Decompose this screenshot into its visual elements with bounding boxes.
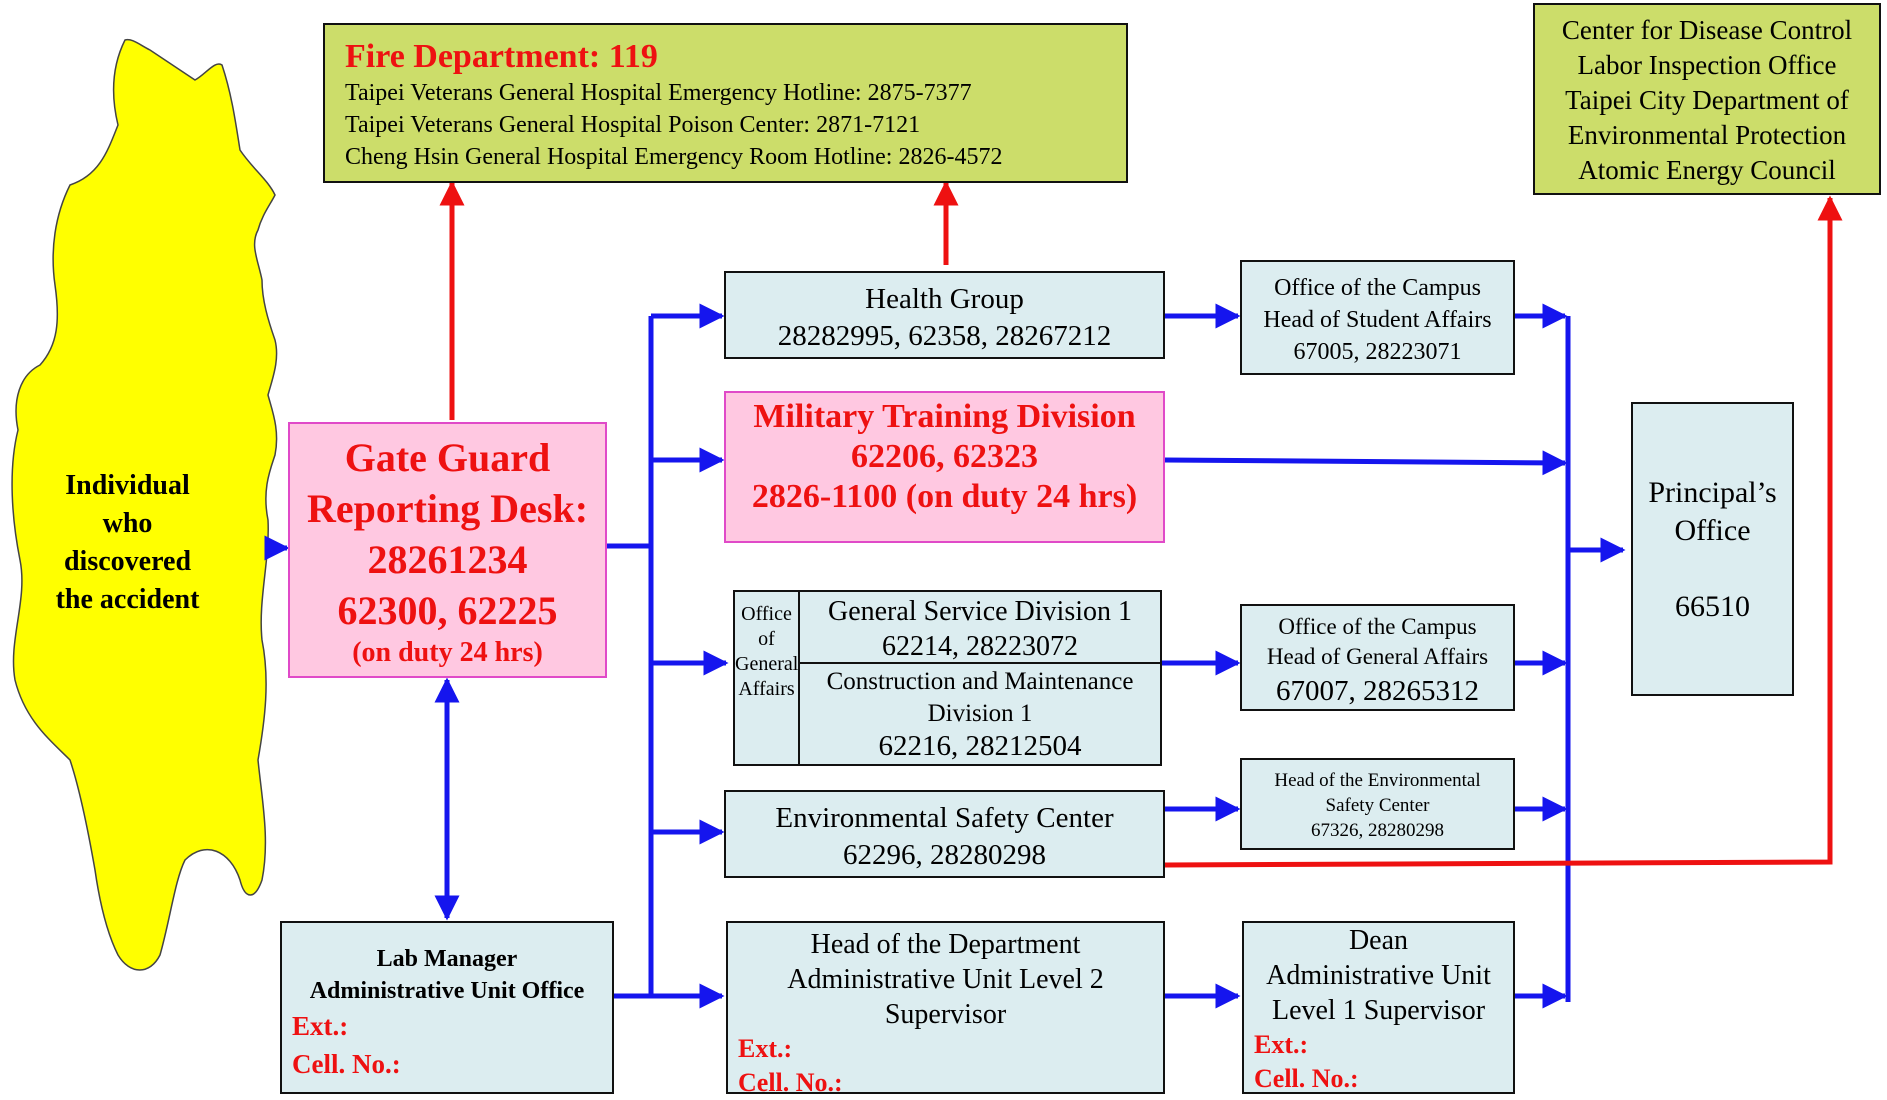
agency-1: Center for Disease Control bbox=[1561, 15, 1853, 45]
oga-line-2: of bbox=[758, 628, 775, 650]
env-head-line-1: Head of the Environmental bbox=[1274, 770, 1481, 791]
discoverer-line-3: discovered bbox=[63, 546, 192, 577]
dean-cell: Cell. No.: bbox=[1254, 1064, 1359, 1093]
military-duty: 2826-1100 (on duty 24 hrs) bbox=[751, 478, 1138, 515]
discoverer-line-4: the accident bbox=[55, 584, 200, 615]
discoverer-line-1: Individual bbox=[65, 470, 190, 501]
oga-line-3: General bbox=[735, 653, 799, 675]
env-head-line-2: Safety Center bbox=[1325, 795, 1430, 816]
agency-4: Environmental Protection bbox=[1567, 120, 1847, 150]
general-affairs-head-box: Office of the Campus Head of General Aff… bbox=[1240, 604, 1515, 711]
lab-line-2: Administrative Unit Office bbox=[309, 978, 585, 1004]
student-affairs-phones: 67005, 28223071 bbox=[1293, 339, 1462, 365]
health-group-box: Health Group 28282995, 62358, 28267212 bbox=[724, 271, 1165, 359]
head-dept-line-3: Supervisor bbox=[884, 999, 1007, 1030]
construction-div1-box: Construction and Maintenance Division 1 … bbox=[798, 662, 1162, 766]
military-title: Military Training Division bbox=[753, 398, 1136, 435]
gah-line-1: Office of the Campus bbox=[1278, 614, 1477, 639]
lab-line-1: Lab Manager bbox=[376, 946, 518, 972]
gah-line-2: Head of General Affairs bbox=[1266, 644, 1489, 669]
env-head-box: Head of the Environmental Safety Center … bbox=[1240, 758, 1515, 850]
lab-ext: Ext.: bbox=[292, 1011, 349, 1041]
arrow-env-to-agencies bbox=[1164, 195, 1843, 868]
head-dept-line-1: Head of the Department bbox=[810, 929, 1081, 960]
lab-manager-box: Lab Manager Administrative Unit Office E… bbox=[280, 921, 614, 1094]
health-title: Health Group bbox=[865, 283, 1024, 315]
gate-phone-1: 28261234 bbox=[367, 537, 528, 582]
military-box: Military Training Division 62206, 62323 … bbox=[724, 391, 1165, 543]
dean-line-2: Administrative Unit bbox=[1266, 960, 1491, 991]
env-phones: 62296, 28280298 bbox=[843, 839, 1046, 871]
general-affairs-office-label: Office of General Affairs bbox=[733, 590, 800, 766]
cmd1-title-1: Construction and Maintenance bbox=[826, 668, 1134, 695]
dean-box: Dean Administrative Unit Level 1 Supervi… bbox=[1242, 921, 1515, 1094]
cmd1-phones: 62216, 28212504 bbox=[878, 730, 1082, 762]
head-dept-box: Head of the Department Administrative Un… bbox=[726, 921, 1165, 1097]
fire-department-title: Fire Department: 119 bbox=[345, 38, 658, 75]
lab-cell: Cell. No.: bbox=[292, 1049, 401, 1079]
env-head-phones: 67326, 28280298 bbox=[1311, 820, 1444, 841]
discoverer-line-2: who bbox=[102, 508, 153, 539]
agency-2: Labor Inspection Office bbox=[1577, 50, 1837, 80]
dean-line-1: Dean bbox=[1348, 925, 1409, 956]
general-service-div1-box: General Service Division 1 62214, 282230… bbox=[798, 590, 1162, 664]
env-title: Environmental Safety Center bbox=[775, 802, 1114, 834]
gate-phone-2: 62300, 62225 bbox=[337, 588, 558, 633]
arrow-military-to-trunk bbox=[1164, 450, 1568, 476]
agency-5: Atomic Energy Council bbox=[1578, 155, 1836, 185]
head-dept-line-2: Administrative Unit Level 2 bbox=[787, 964, 1104, 995]
gsd1-phones: 62214, 28223072 bbox=[882, 631, 1078, 662]
agencies-box: Center for Disease Control Labor Inspect… bbox=[1533, 3, 1881, 195]
env-safety-box: Environmental Safety Center 62296, 28280… bbox=[724, 790, 1165, 878]
fire-department-box: Fire Department: 119 Taipei Veterans Gen… bbox=[323, 23, 1128, 183]
gate-guard-box: Gate Guard Reporting Desk: 28261234 6230… bbox=[288, 422, 607, 678]
principal-line-2: Office bbox=[1674, 514, 1751, 547]
discoverer-label: Individual who discovered the accident bbox=[20, 467, 235, 619]
dean-ext: Ext.: bbox=[1254, 1030, 1309, 1059]
principal-line-1: Principal’s bbox=[1648, 476, 1777, 509]
military-phones: 62206, 62323 bbox=[851, 438, 1038, 475]
principal-box: Principal’s Office 66510 bbox=[1631, 402, 1794, 696]
gah-phones: 67007, 28265312 bbox=[1276, 675, 1479, 707]
head-dept-cell: Cell. No.: bbox=[738, 1068, 843, 1097]
oga-line-4: Affairs bbox=[738, 678, 795, 700]
gate-title-1: Gate Guard bbox=[344, 435, 551, 480]
gate-duty: (on duty 24 hrs) bbox=[352, 637, 543, 668]
principal-phones: 66510 bbox=[1675, 590, 1750, 623]
student-affairs-box: Office of the Campus Head of Student Aff… bbox=[1240, 260, 1515, 375]
gate-title-2: Reporting Desk: bbox=[306, 486, 589, 531]
head-dept-ext: Ext.: bbox=[738, 1034, 793, 1063]
dean-line-3: Level 1 Supervisor bbox=[1271, 995, 1486, 1026]
student-affairs-line-1: Office of the Campus bbox=[1274, 275, 1481, 301]
agency-3: Taipei City Department of bbox=[1565, 85, 1849, 115]
student-affairs-line-2: Head of Student Affairs bbox=[1263, 307, 1492, 333]
discoverer-figure bbox=[11, 38, 278, 971]
fire-hotline-2: Taipei Veterans General Hospital Poison … bbox=[345, 112, 921, 138]
gsd1-title: General Service Division 1 bbox=[827, 596, 1133, 627]
oga-line-1: Office bbox=[741, 603, 792, 625]
health-phones: 28282995, 62358, 28267212 bbox=[777, 320, 1112, 352]
fire-hotline-1: Taipei Veterans General Hospital Emergen… bbox=[345, 80, 972, 106]
cmd1-title-2: Division 1 bbox=[927, 700, 1033, 727]
fire-hotline-3: Cheng Hsin General Hospital Emergency Ro… bbox=[345, 144, 1003, 170]
